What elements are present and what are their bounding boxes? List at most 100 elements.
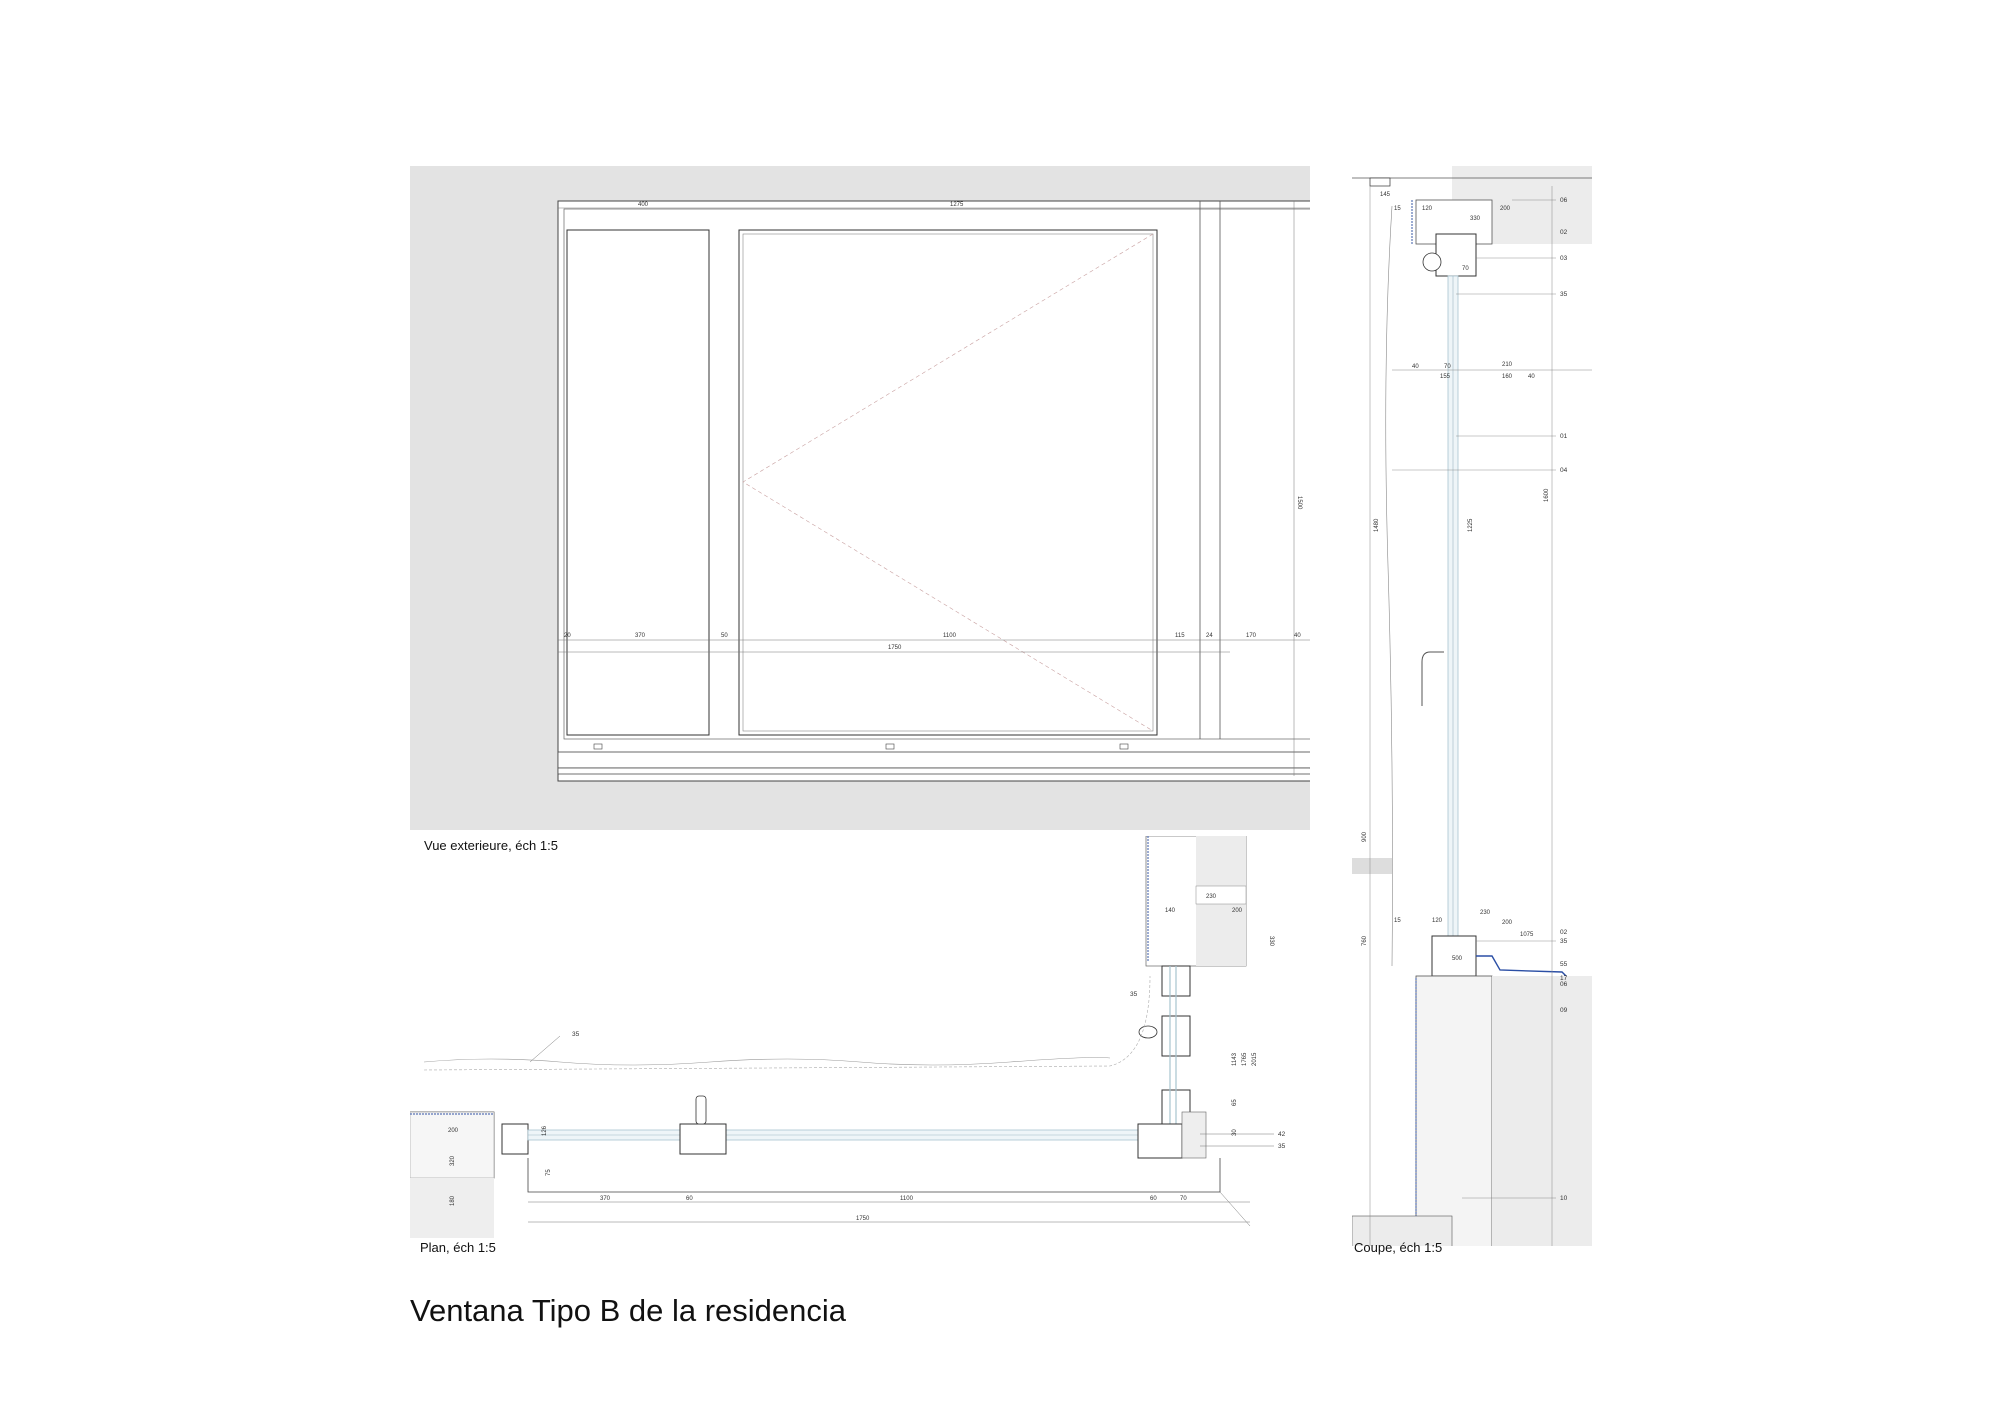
section-dim-m6: 40: [1528, 374, 1535, 380]
sill-handle-2: [885, 743, 895, 750]
opening-sash-panel: [738, 229, 1158, 736]
section-ref-10: 10: [1560, 1195, 1568, 1202]
plan-wall-left-lower: [410, 1178, 494, 1238]
section-top-cap: [1369, 177, 1391, 187]
sill-drip: [557, 767, 1310, 775]
plan-dim-v3: 2015: [1252, 1052, 1258, 1066]
plan-dim-top3: 330: [1268, 936, 1274, 947]
section-ref-06a: 06: [1560, 197, 1568, 204]
section-ref-04: 04: [1560, 467, 1568, 474]
plan-dim-top4: 140: [1165, 908, 1176, 914]
opening-swing-indicator: [742, 233, 1154, 732]
plan-dim-v4: 65: [1232, 1099, 1238, 1106]
section-ref-17: 17: [1560, 975, 1568, 982]
section-head-gasket: [1422, 252, 1442, 272]
sill-handle-3: [1119, 743, 1129, 750]
plan-dim-wall: 200: [448, 1128, 459, 1134]
section-dim-m3: 210: [1502, 362, 1513, 368]
sill-handle-1: [593, 743, 603, 750]
plan-dim-top2: 200: [1232, 908, 1243, 914]
plan-dim-d: 60: [1150, 1196, 1157, 1202]
plan-left-frame-profile: [501, 1123, 529, 1155]
section-dim-b2: 760: [1362, 935, 1368, 946]
plan-mullion-profile: [679, 1123, 727, 1155]
section-caption: Coupe, éch 1:5: [1354, 1240, 1443, 1255]
plan-dim-c: 1100: [900, 1196, 914, 1202]
section-sill-profile: [1431, 935, 1477, 977]
plan-sill-outline: [527, 1158, 1221, 1193]
plan-dim-v2: 1765: [1242, 1052, 1248, 1066]
section-dim-b3: 15: [1394, 918, 1401, 924]
section-sill-flashing: [1476, 955, 1571, 981]
section-dim-h1: 1480: [1374, 518, 1380, 532]
dim-top-left: 400: [638, 202, 649, 208]
dim-h: 40: [1294, 633, 1301, 639]
plan-dim-e: 70: [1180, 1196, 1187, 1202]
section-dim-b6: 200: [1502, 920, 1513, 926]
section-curtain-line: [1385, 205, 1393, 967]
plan-ref-42: 42: [1278, 1131, 1286, 1138]
section-dim-b5: 230: [1480, 910, 1491, 916]
plan-right-frame-profile: [1137, 1123, 1183, 1159]
plan-dim-box-top: [1195, 885, 1247, 905]
plan-ref-35c: 35: [1278, 1143, 1286, 1150]
dim-c: 50: [721, 633, 728, 639]
section-dim-b7: 1075: [1520, 932, 1534, 938]
section-ref-06b: 06: [1560, 981, 1568, 988]
section-dim-m2: 70: [1444, 364, 1451, 370]
plan-swing-wave: [423, 1057, 1111, 1066]
plan-dim-v1: 1143: [1232, 1052, 1238, 1066]
opening-sash-inner: [742, 233, 1154, 732]
section-dim-m5: 160: [1502, 374, 1513, 380]
plan-ref-35b: 35: [572, 1031, 580, 1038]
section-head-profile: [1435, 233, 1477, 277]
section-ref-02b: 02: [1560, 929, 1568, 936]
plan-handle-right: [1138, 1025, 1158, 1039]
section-dim-t4: 200: [1500, 206, 1511, 212]
elevation-drawing: 400 1275 20 370 50 1100 115 24 170 40 17…: [410, 166, 1310, 830]
plan-wall-left-hatch: [410, 1112, 494, 1178]
plan-dim-s2: 75: [546, 1169, 552, 1176]
section-dim-h2: 1225: [1468, 518, 1474, 532]
fixed-light-panel: [566, 229, 710, 736]
plan-dim-a: 370: [600, 1196, 611, 1202]
section-dim-t3: 120: [1422, 206, 1433, 212]
section-ref-01: 01: [1560, 433, 1568, 440]
section-ref-02a: 02: [1560, 229, 1568, 236]
section-dim-b1: 900: [1362, 831, 1368, 842]
plan-handle-base: [695, 1095, 707, 1125]
plan-drawing: 230 200 140 330 35 35 42 35 200 320 180 …: [410, 836, 1286, 1238]
plan-dim-total: 1750: [856, 1216, 870, 1222]
plan-dim-t2: 180: [450, 1195, 456, 1206]
section-ref-35b: 35: [1560, 938, 1568, 945]
section-drawing: 145 15 120 200 330 70 40 70 210 155 160 …: [1352, 166, 1592, 1246]
plan-swing-arc: [423, 975, 1151, 1071]
section-dim-m1: 40: [1412, 364, 1419, 370]
plan-dim-v5: 30: [1232, 1129, 1238, 1136]
section-dim-b8: 500: [1452, 956, 1463, 962]
dim-total: 1750: [888, 645, 902, 651]
plan-dim-b: 60: [686, 1196, 693, 1202]
section-dim-b4: 120: [1432, 918, 1443, 924]
section-handle: [1421, 651, 1444, 706]
dim-g: 170: [1246, 633, 1257, 639]
section-dim-t1: 145: [1380, 192, 1391, 198]
dim-b: 370: [635, 633, 646, 639]
section-lower-insulation: [1415, 975, 1493, 1246]
window-sill: [557, 751, 1310, 769]
plan-sill-angle: [1219, 1191, 1251, 1227]
elevation-caption: Vue exterieure, éch 1:5: [424, 838, 558, 853]
section-dim-h3: 1600: [1544, 488, 1550, 502]
plan-dim-t1: 320: [450, 1155, 456, 1166]
dim-a: 20: [564, 633, 571, 639]
plan-leader-35b: [529, 1035, 561, 1063]
dim-f: 24: [1206, 633, 1213, 639]
plan-dim-s1: 126: [542, 1125, 548, 1136]
dim-e: 115: [1175, 633, 1185, 639]
plan-caption: Plan, éch 1:5: [420, 1240, 496, 1255]
section-dim-t5: 330: [1470, 216, 1481, 222]
section-lower-wall: [1492, 976, 1592, 1246]
section-ref-03: 03: [1560, 255, 1568, 262]
drawing-title: Ventana Tipo B de la residencia: [410, 1293, 847, 1328]
plan-corner-block: [1181, 1111, 1207, 1159]
